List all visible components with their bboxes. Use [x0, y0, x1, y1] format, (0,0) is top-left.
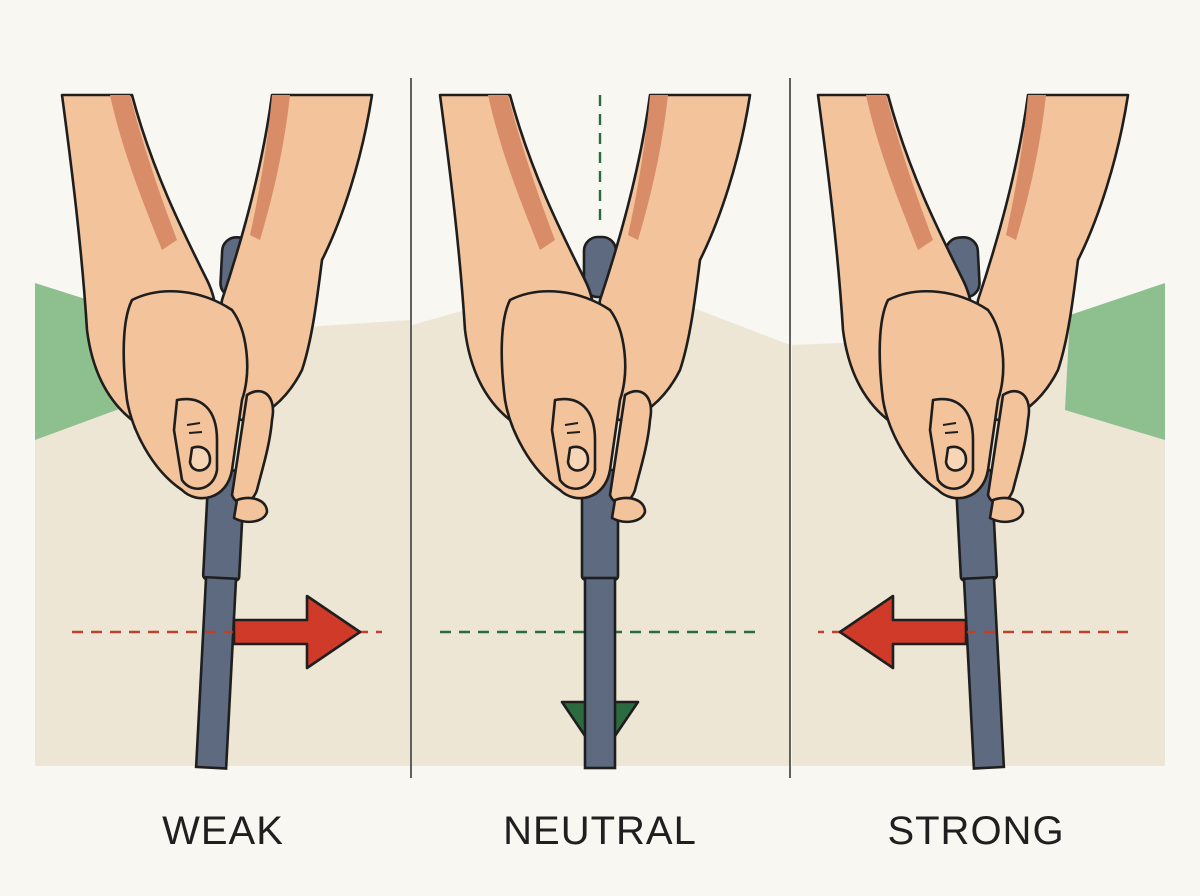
panel-weak: [60, 93, 382, 770]
panel-weak-left-arm-shade: [110, 95, 177, 250]
panel-neutral-thumb: [550, 397, 597, 490]
panel-weak-right-arm-shade: [250, 95, 290, 240]
panel-strong-finger-tip: [988, 496, 1025, 524]
panel-strong-knuckle-lines: [942, 422, 959, 434]
panel-weak-knuckle-lines: [186, 422, 203, 434]
panel-strong: [816, 93, 1130, 770]
panel-weak-thumb: [172, 397, 219, 490]
panel-label-weak: WEAK: [162, 809, 284, 853]
panel-weak-finger-tip: [232, 496, 269, 524]
panel-strong-right-arm-shade: [1006, 95, 1046, 240]
panel-neutral-right-arm-shade: [628, 95, 668, 240]
panel-neutral-finger-tip: [610, 496, 647, 524]
panel-weak-thumbnail: [188, 445, 212, 472]
panel-weak-club-shaft: [194, 575, 238, 770]
panel-label-neutral: NEUTRAL: [503, 809, 697, 853]
panel-label-strong: STRONG: [887, 809, 1065, 853]
panel-neutral-left-arm-shade: [488, 95, 555, 250]
panel-strong-thumbnail: [944, 445, 968, 472]
panel-neutral-thumbnail: [566, 445, 590, 472]
panel-strong-thumb: [928, 397, 975, 490]
panel-strong-left-arm-shade: [866, 95, 933, 250]
panel-weak-arrow: [232, 594, 362, 670]
panel-neutral-knuckle-lines: [564, 422, 581, 434]
panel-neutral-club-shaft: [583, 576, 617, 770]
grass-right: [1065, 283, 1165, 440]
panel-strong-arrow: [838, 594, 968, 670]
panel-strong-club-shaft: [962, 575, 1006, 770]
panel-neutral: [438, 93, 760, 770]
panels-layer: [60, 93, 1130, 770]
